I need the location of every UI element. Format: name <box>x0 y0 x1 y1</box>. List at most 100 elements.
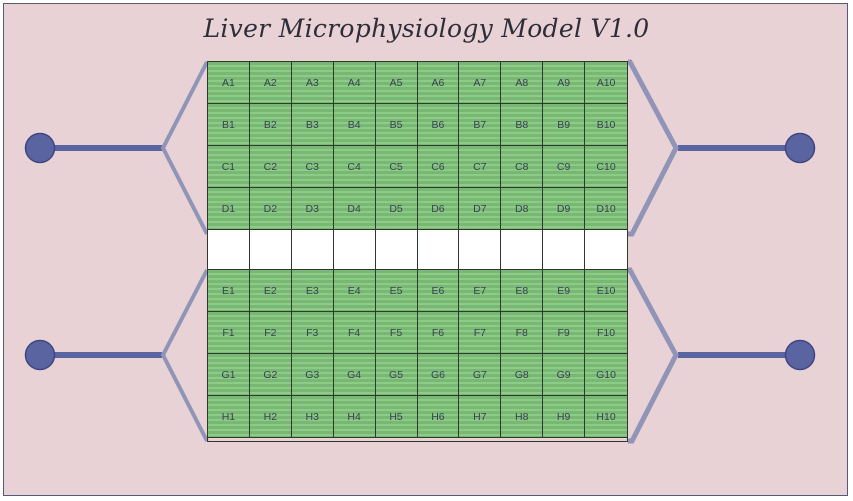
well[interactable]: A5 <box>375 62 418 104</box>
manifold-top-left <box>24 61 209 235</box>
well[interactable]: A8 <box>501 62 544 104</box>
well[interactable]: E6 <box>417 270 460 312</box>
well[interactable]: C8 <box>501 146 544 188</box>
well[interactable]: D10 <box>585 188 627 230</box>
separator-cell <box>333 230 376 270</box>
well[interactable]: B6 <box>417 104 460 146</box>
well[interactable]: D7 <box>459 188 502 230</box>
well[interactable]: G1 <box>208 354 250 396</box>
port-outlet-top-right[interactable] <box>784 132 816 164</box>
separator-cell <box>291 230 334 270</box>
well[interactable]: A9 <box>543 62 586 104</box>
port-inlet-bottom-left[interactable] <box>24 339 56 371</box>
well[interactable]: A7 <box>459 62 502 104</box>
well[interactable]: E7 <box>459 270 502 312</box>
well[interactable]: G7 <box>459 354 502 396</box>
well[interactable]: E1 <box>208 270 250 312</box>
separator-cell <box>417 230 460 270</box>
well[interactable]: A10 <box>585 62 627 104</box>
well[interactable]: B5 <box>375 104 418 146</box>
well[interactable]: B8 <box>501 104 544 146</box>
well[interactable]: E9 <box>543 270 586 312</box>
well[interactable]: G9 <box>543 354 586 396</box>
well[interactable]: F1 <box>208 312 250 354</box>
well[interactable]: C10 <box>585 146 627 188</box>
port-outlet-bottom-right[interactable] <box>784 339 816 371</box>
well[interactable]: C3 <box>291 146 334 188</box>
well[interactable]: C1 <box>208 146 250 188</box>
well[interactable]: G4 <box>333 354 376 396</box>
well[interactable]: H3 <box>291 396 334 438</box>
well[interactable]: B1 <box>208 104 250 146</box>
well[interactable]: H6 <box>417 396 460 438</box>
well[interactable]: G6 <box>417 354 460 396</box>
well[interactable]: H5 <box>375 396 418 438</box>
diagram-title: Liver Microphysiology Model V1.0 <box>203 14 650 43</box>
well[interactable]: A3 <box>291 62 334 104</box>
well[interactable]: G10 <box>585 354 627 396</box>
well[interactable]: G8 <box>501 354 544 396</box>
well[interactable]: C7 <box>459 146 502 188</box>
well[interactable]: E4 <box>333 270 376 312</box>
well[interactable]: D8 <box>501 188 544 230</box>
well[interactable]: H7 <box>459 396 502 438</box>
well[interactable]: G2 <box>249 354 292 396</box>
well[interactable]: F7 <box>459 312 502 354</box>
well[interactable]: D4 <box>333 188 376 230</box>
well[interactable]: A2 <box>249 62 292 104</box>
well[interactable]: A1 <box>208 62 250 104</box>
well[interactable]: C6 <box>417 146 460 188</box>
well[interactable]: H10 <box>585 396 627 438</box>
well[interactable]: C5 <box>375 146 418 188</box>
well[interactable]: E5 <box>375 270 418 312</box>
manifold-bottom-right <box>627 267 816 444</box>
well[interactable]: C4 <box>333 146 376 188</box>
well[interactable]: G5 <box>375 354 418 396</box>
port-inlet-top-left[interactable] <box>24 132 56 164</box>
well[interactable]: B2 <box>249 104 292 146</box>
well[interactable]: A4 <box>333 62 376 104</box>
well[interactable]: F8 <box>501 312 544 354</box>
well[interactable]: H8 <box>501 396 544 438</box>
separator-cell <box>543 230 586 270</box>
well[interactable]: B3 <box>291 104 334 146</box>
well[interactable]: E3 <box>291 270 334 312</box>
well[interactable]: C2 <box>249 146 292 188</box>
well[interactable]: B10 <box>585 104 627 146</box>
well[interactable]: F3 <box>291 312 334 354</box>
well[interactable]: D5 <box>375 188 418 230</box>
separator-cell <box>459 230 502 270</box>
well[interactable]: C9 <box>543 146 586 188</box>
well[interactable]: F9 <box>543 312 586 354</box>
well[interactable]: D6 <box>417 188 460 230</box>
manifold-bottom-left <box>24 269 209 442</box>
well[interactable]: F6 <box>417 312 460 354</box>
well[interactable]: B9 <box>543 104 586 146</box>
well[interactable]: E10 <box>585 270 627 312</box>
separator-cell <box>249 230 292 270</box>
manifold-top-right <box>627 59 816 237</box>
well[interactable]: D9 <box>543 188 586 230</box>
well[interactable]: B7 <box>459 104 502 146</box>
well[interactable]: F4 <box>333 312 376 354</box>
well[interactable]: H1 <box>208 396 250 438</box>
well[interactable]: D3 <box>291 188 334 230</box>
well[interactable]: D1 <box>208 188 250 230</box>
separator-cell <box>501 230 544 270</box>
well[interactable]: B4 <box>333 104 376 146</box>
well[interactable]: E2 <box>249 270 292 312</box>
well[interactable]: G3 <box>291 354 334 396</box>
well[interactable]: F10 <box>585 312 627 354</box>
well[interactable]: A6 <box>417 62 460 104</box>
well[interactable]: H2 <box>249 396 292 438</box>
well[interactable]: H4 <box>333 396 376 438</box>
well[interactable]: H9 <box>543 396 586 438</box>
well[interactable]: E8 <box>501 270 544 312</box>
well[interactable]: F5 <box>375 312 418 354</box>
separator-cell <box>208 230 250 270</box>
well[interactable]: F2 <box>249 312 292 354</box>
separator-cell <box>585 230 627 270</box>
well[interactable]: D2 <box>249 188 292 230</box>
